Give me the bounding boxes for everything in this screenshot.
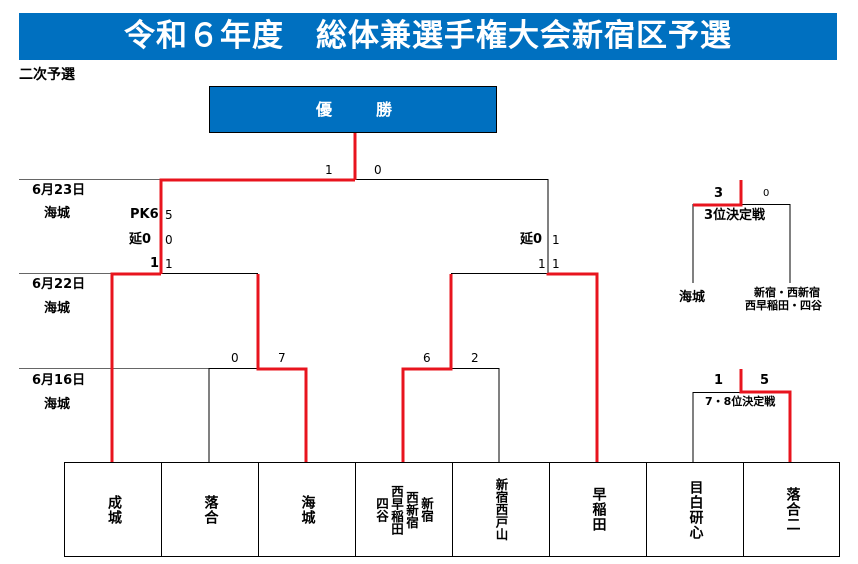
semi-left-ext-right: 0 — [165, 233, 173, 247]
divider-lines — [19, 179, 210, 369]
seventh-place-title: 7・8位決定戦 — [705, 395, 776, 408]
third-place-winner — [693, 180, 743, 207]
seventh-place-score-right: 5 — [760, 373, 770, 388]
final-right-branch — [355, 179, 549, 273]
team-name: 目白研心 — [687, 479, 704, 540]
team-cell-waseda: 早稲田 — [549, 463, 646, 556]
team-row: 成城 落合 海城 新宿 西新宿 西早稲田 四谷 新宿西戸山 早稲田 目白研心 落… — [64, 462, 840, 557]
team-cell-joint: 新宿 西新宿 西早稲田 四谷 — [355, 463, 452, 556]
team-cell-ochiai-ni: 落合二 — [743, 463, 840, 556]
team-cell-kaijo: 海城 — [258, 463, 355, 556]
third-place-title: 3位決定戦 — [704, 208, 766, 223]
final-score-right: 0 — [374, 163, 382, 177]
r1-m2-score-right: 2 — [471, 351, 479, 365]
semi-right-reg-left: 1 — [538, 257, 546, 271]
semi-right-ext-label: 延0 — [520, 232, 543, 247]
team-name: 新宿西戸山 — [493, 478, 509, 541]
semi-right-winner — [546, 272, 599, 462]
champion-box: 優 勝 — [209, 86, 497, 133]
r1-m1-score-right: 7 — [278, 351, 286, 365]
round-venue-semi: 海城 — [44, 301, 71, 316]
r1-m2-winner — [401, 274, 453, 462]
team-cell-shinjuku-nishitoyama: 新宿西戸山 — [452, 463, 549, 556]
team-name: 早稲田 — [590, 487, 607, 532]
bracket-black-lines — [161, 179, 791, 462]
third-place-team-right-1: 新宿・西新宿 — [754, 286, 820, 299]
final-score-left: 1 — [325, 163, 333, 177]
round-venue-r1: 海城 — [44, 397, 71, 412]
team-name: 落合 — [202, 494, 219, 525]
round-date-r1: 6月16日 — [32, 373, 86, 388]
r1-m1-left-branch — [208, 368, 258, 462]
semi-left-pk-label: PK6 — [130, 207, 159, 222]
team-name-line: 四谷 — [374, 497, 389, 522]
champion-char-1: 優 — [316, 100, 333, 119]
team-name: 成城 — [106, 494, 122, 525]
team-name-line: 西新宿 — [404, 490, 419, 529]
team-cell-ochiai: 落合 — [161, 463, 258, 556]
bracket-red-lines — [110, 133, 792, 462]
semi-left-winner — [110, 272, 161, 462]
team-name-line: 西早稲田 — [389, 484, 404, 535]
team-name-line: 新宿 — [419, 497, 434, 522]
round-venue-final: 海城 — [44, 206, 71, 221]
r1-m2-right-branch — [451, 368, 500, 462]
semi-left-reg-left: 1 — [150, 256, 160, 271]
page-title: 令和６年度 総体兼選手権大会新宿区予選 — [124, 18, 732, 54]
title-bar: 令和６年度 総体兼選手権大会新宿区予選 — [19, 13, 837, 60]
champion-char-2: 勝 — [376, 100, 393, 119]
seventh-place-winner — [739, 369, 792, 462]
round-date-final: 6月23日 — [32, 183, 86, 198]
third-place-team-right-2: 西早稲田・四谷 — [745, 299, 822, 312]
section-subtitle: 二次予選 — [19, 67, 75, 83]
third-place-team-left: 海城 — [679, 290, 706, 305]
team-cell-seijo: 成城 — [65, 463, 162, 556]
team-name: 海城 — [299, 494, 316, 525]
semi-right-reg-right: 1 — [552, 257, 560, 271]
semi-left-pk-right: 5 — [165, 208, 173, 222]
seventh-place-score-left: 1 — [714, 373, 724, 388]
semi-left-reg-right: 1 — [165, 257, 173, 271]
team-name: 落合二 — [784, 487, 801, 532]
team-cell-mejiro-kenshin: 目白研心 — [646, 463, 743, 556]
third-place-score-left: 3 — [714, 186, 724, 201]
semi-right-ext-right: 1 — [552, 233, 560, 247]
r1-m1-score-left: 0 — [231, 351, 239, 365]
r1-m1-winner — [256, 274, 308, 462]
third-place-score-right: 0 — [763, 188, 770, 199]
final-left-branch — [159, 178, 355, 274]
round-date-semi: 6月22日 — [32, 277, 86, 292]
semi-left-ext-label: 延0 — [129, 232, 152, 247]
r1-m2-score-left: 6 — [423, 351, 431, 365]
